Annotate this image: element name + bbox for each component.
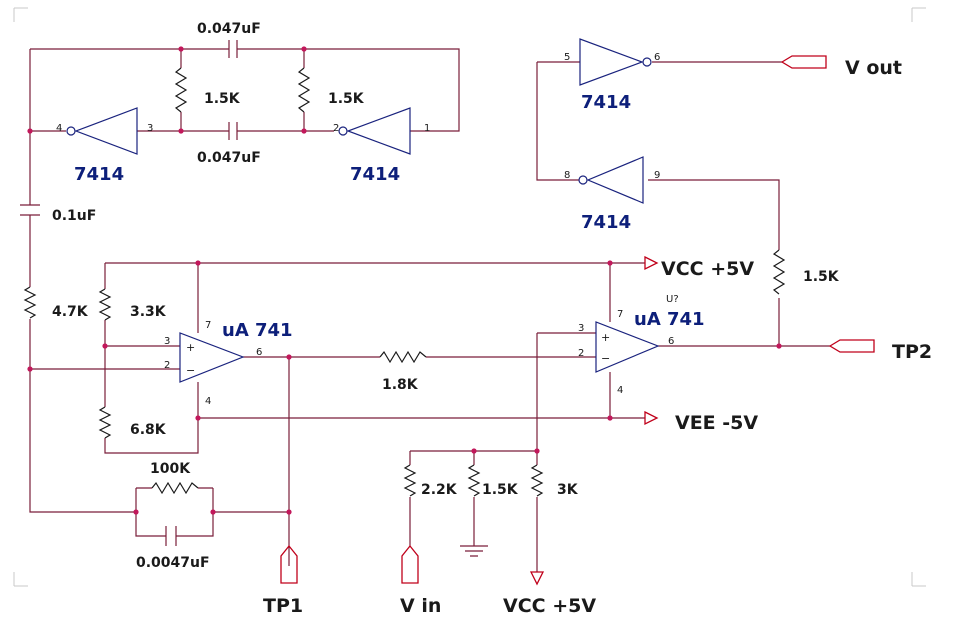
inv-mid-label: 7414 [581,212,631,233]
tp1-label: TP1 [263,595,303,617]
tp1-port [280,544,298,584]
pin-label: 3 [578,323,584,334]
opamp2-ref-label: U? [666,294,679,305]
cap-0047-label: 0.0047uF [136,555,210,571]
res-100k-label: 100K [150,461,191,477]
res-18-label: 1.8K [382,377,419,393]
vee-arrow [644,410,659,426]
crop-marks [13,7,926,587]
res-3k-label: 3K [557,482,579,498]
wires [29,48,830,572]
inverter-top [579,38,652,86]
res-top-right-label: 1.5K [328,91,365,107]
pin-label: 6 [256,347,262,358]
vcc-right-label: VCC +5V [661,258,754,280]
opamp-2 [595,321,660,373]
vout-port [780,55,827,69]
vin-label: V in [400,595,441,617]
opamp1-label: uA 741 [222,320,293,341]
pin-label: − [186,364,195,377]
vin-port [401,544,419,584]
res-22-label: 2.2K [421,482,458,498]
vee-label: VEE -5V [675,412,758,434]
capacitor-top2 [228,122,238,140]
pin-label: − [601,352,610,365]
inv-right-label: 7414 [350,164,400,185]
capacitor-0047 [165,526,177,546]
pin-label: 1 [424,123,430,134]
pin-label: 2 [578,348,584,359]
pin-label: + [186,341,195,354]
pin-label: 9 [654,170,660,181]
tp2-port [828,339,875,353]
vcc-bottom-arrow [529,571,545,586]
cap-top1-label: 0.047uF [197,21,261,37]
cap-top2-label: 0.047uF [197,150,261,166]
inv-left-label: 7414 [74,164,124,185]
pin-label: 2 [164,360,170,371]
pin-label: 5 [564,52,570,63]
inverter-left [66,107,138,155]
vout-label: V out [845,57,902,79]
capacitor-top1 [228,40,238,58]
capacitor-01 [20,204,40,216]
pin-label: 6 [654,52,660,63]
pin-label: 4 [205,396,211,407]
inverter-right [338,107,411,155]
res-15-out-label: 1.5K [803,269,840,285]
pin-label: 7 [617,309,623,320]
tp2-label: TP2 [892,341,932,363]
pin-label: 3 [164,336,170,347]
pin-label: 8 [564,170,570,181]
ground-symbol [460,545,488,557]
cap-01-label: 0.1uF [52,208,96,224]
junctions [27,46,782,515]
opamp2-label: uA 741 [634,309,705,330]
pin-label: + [601,331,610,344]
vcc-bottom-label: VCC +5V [503,595,596,617]
pin-label: 6 [668,336,674,347]
res-47-label: 4.7K [52,304,89,320]
labels: 0.047uF 0.047uF 1.5K 1.5K 7414 7414 7414… [52,21,932,617]
pin-label: 4 [56,123,62,134]
opamp-1 [179,332,245,383]
res-33-label: 3.3K [130,304,167,320]
res-68-label: 6.8K [130,422,167,438]
vcc-right-arrow [644,255,659,271]
pin-label: 3 [147,123,153,134]
res-top-left-label: 1.5K [204,91,241,107]
inverter-mid [578,156,644,204]
pin-label: 4 [617,385,623,396]
res-15-in-label: 1.5K [482,482,519,498]
inv-top-label: 7414 [581,92,631,113]
pin-label: 2 [333,123,339,134]
resistors [23,67,786,497]
pin-label: 7 [205,320,211,331]
